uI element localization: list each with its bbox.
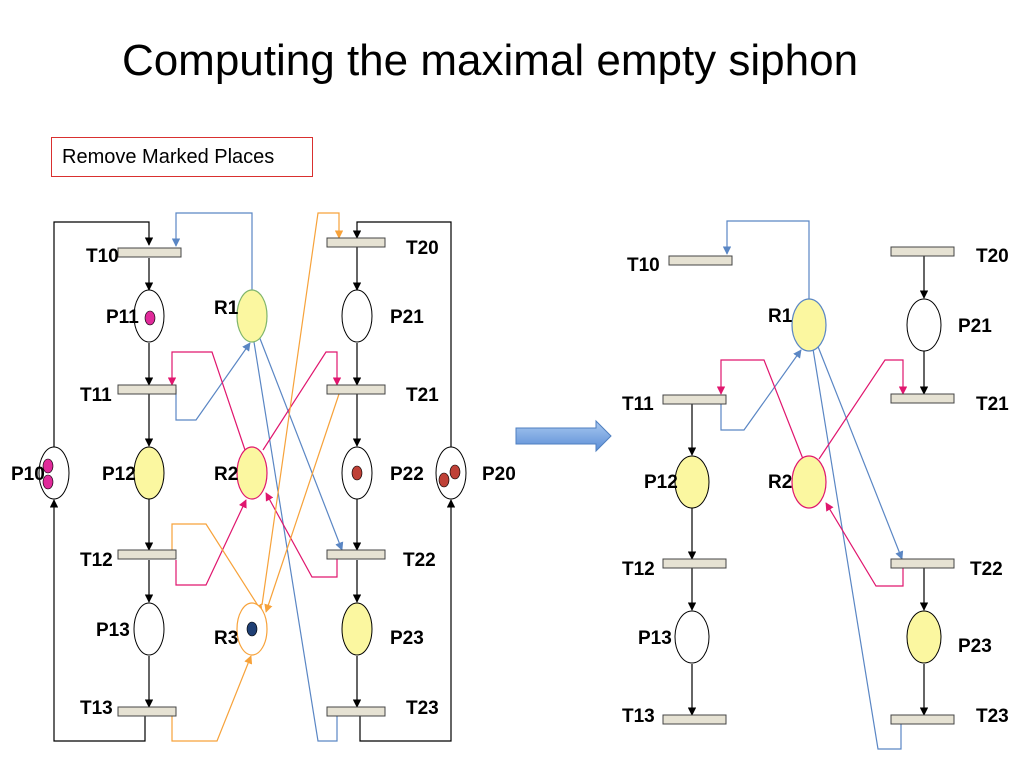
label-p13: P13 [96, 620, 130, 641]
label-p12: P12 [102, 464, 136, 485]
label-p21: P21 [958, 316, 992, 337]
slide-title: Computing the maximal empty siphon [121, 36, 859, 85]
label-t23: T23 [406, 698, 439, 719]
transition-t11 [662, 394, 727, 405]
resource-r2 [791, 455, 827, 509]
token [42, 458, 54, 474]
label-t21: T21 [976, 394, 1009, 415]
transition-t22 [890, 558, 955, 569]
transition-t20 [326, 237, 386, 248]
transition-t21 [890, 393, 955, 404]
right-r2-arcs [716, 359, 908, 587]
left-r2-arcs [167, 351, 342, 586]
right-r1-arcs [720, 220, 904, 750]
token [438, 472, 450, 488]
transition-t10 [668, 255, 733, 266]
label-p10: P10 [11, 464, 45, 485]
label-r3: R3 [214, 628, 238, 649]
label-t20: T20 [406, 238, 439, 259]
left-process2-arcs [352, 221, 456, 742]
label-t22: T22 [970, 559, 1003, 580]
label-t20: T20 [976, 246, 1009, 267]
left-net: T10 T11 T12 T13 T20 T21 T22 T23 P10 P11 … [11, 212, 516, 742]
transition-t13 [662, 714, 727, 725]
label-t11: T11 [622, 394, 654, 415]
left-r3-arcs [171, 212, 344, 742]
transition-t20 [890, 246, 955, 257]
right-black-arcs [687, 256, 929, 716]
left-r1-arcs [171, 212, 344, 742]
resource-r1 [791, 298, 827, 352]
transition-t11 [117, 384, 177, 395]
label-p22: P22 [390, 464, 424, 485]
label-p12: P12 [644, 472, 678, 493]
token [42, 474, 54, 490]
place-p23 [906, 610, 942, 664]
left-transitions [117, 237, 386, 717]
label-p11: P11 [106, 307, 139, 328]
left-tokens [42, 310, 461, 637]
place-p23 [341, 602, 373, 656]
label-r2: R2 [214, 464, 238, 485]
resource-r1 [236, 289, 268, 343]
label-t10: T10 [86, 246, 119, 267]
label-p21: P21 [390, 307, 424, 328]
place-p21 [341, 289, 373, 343]
label-t21: T21 [406, 385, 439, 406]
label-t13: T13 [622, 706, 655, 727]
transform-arrow-icon [515, 419, 612, 453]
place-p13 [674, 610, 710, 664]
label-t23: T23 [976, 706, 1009, 727]
label-r2: R2 [768, 472, 792, 493]
token [449, 464, 461, 480]
transition-t22 [326, 549, 386, 560]
right-transitions [662, 246, 955, 725]
right-net: T10 T11 T12 T13 T20 T21 T22 T23 P12 P13 … [622, 220, 1009, 750]
label-r1: R1 [768, 306, 793, 327]
label-t10: T10 [627, 255, 660, 276]
transition-t23 [326, 706, 386, 717]
token [351, 465, 363, 481]
label-t12: T12 [80, 550, 113, 571]
place-p12 [133, 446, 165, 500]
label-t11: T11 [80, 385, 112, 406]
label-p23: P23 [958, 636, 992, 657]
transition-t12 [117, 549, 177, 560]
token [144, 310, 156, 326]
token [246, 621, 258, 637]
transition-t13 [117, 706, 177, 717]
left-labels: T10 T11 T12 T13 T20 T21 T22 T23 P10 P11 … [11, 238, 516, 719]
transition-t23 [890, 714, 955, 725]
transition-t21 [326, 384, 386, 395]
transition-t10 [117, 247, 182, 258]
label-t13: T13 [80, 698, 113, 719]
left-process1-arcs [49, 221, 154, 742]
step-label-box: Remove Marked Places [51, 137, 313, 177]
place-p12 [674, 455, 710, 509]
label-t12: T12 [622, 559, 655, 580]
place-p21 [906, 298, 942, 352]
transition-t12 [662, 558, 727, 569]
label-t22: T22 [403, 550, 436, 571]
label-p13: P13 [638, 628, 672, 649]
resource-r2 [236, 446, 268, 500]
right-places [674, 298, 942, 664]
label-p23: P23 [390, 628, 424, 649]
right-labels: T10 T11 T12 T13 T20 T21 T22 T23 P12 P13 … [622, 246, 1009, 727]
label-p20: P20 [482, 464, 516, 485]
label-r1: R1 [214, 298, 239, 319]
place-p13 [133, 602, 165, 656]
